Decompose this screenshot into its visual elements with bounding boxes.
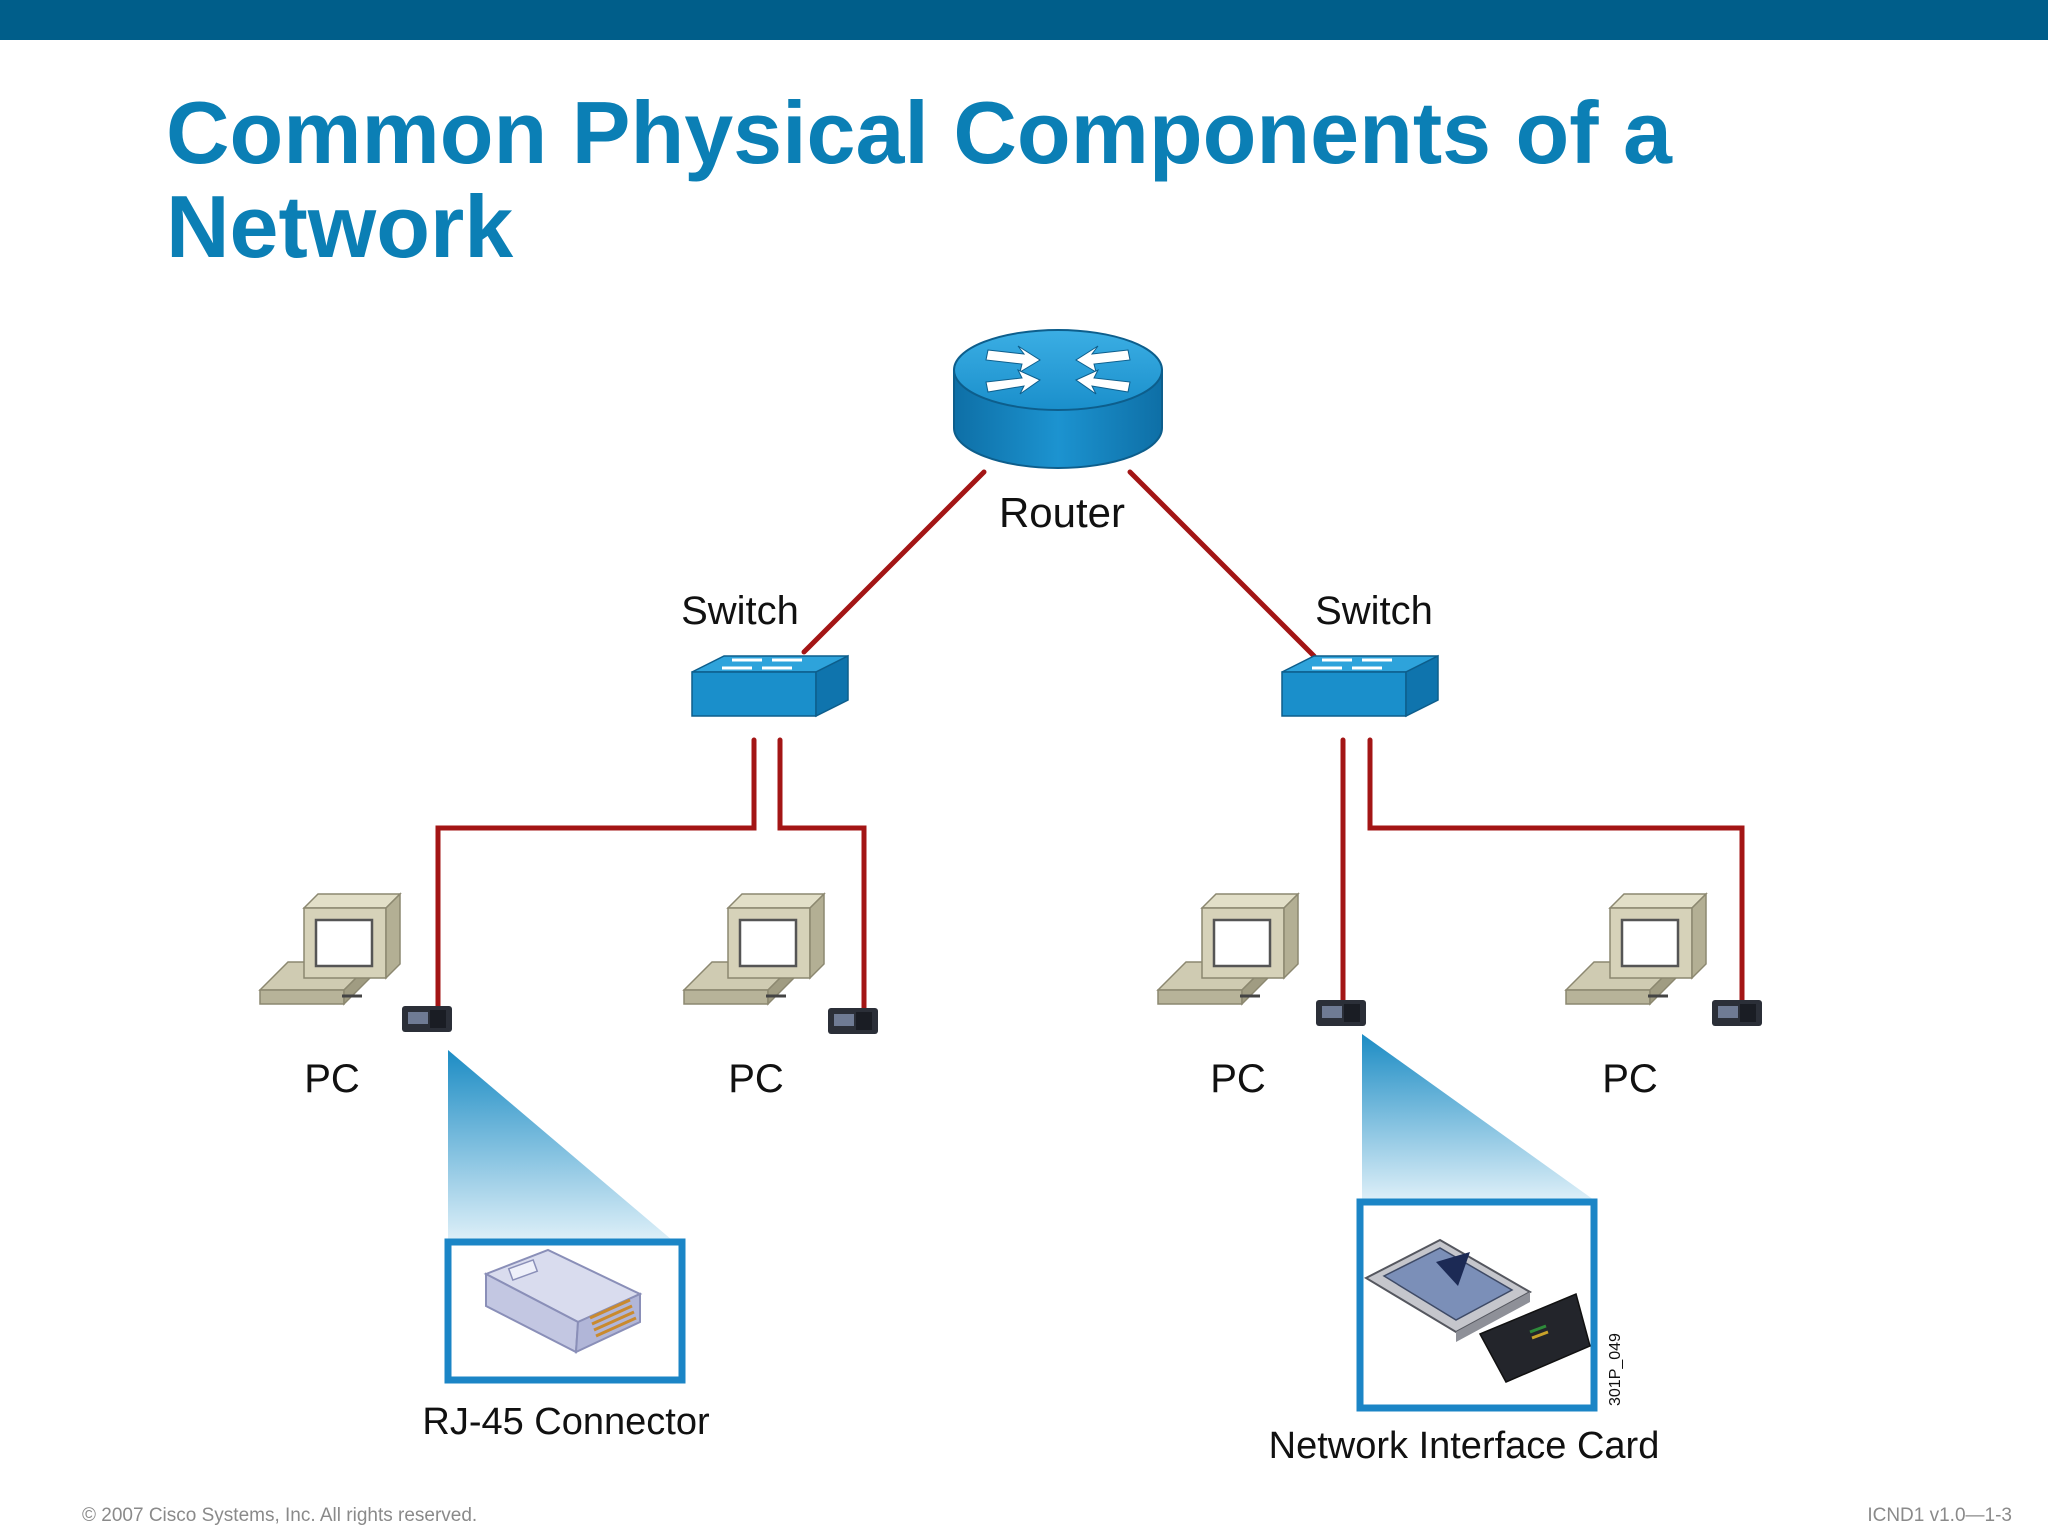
- rj45-connector-icon: [483, 1248, 643, 1354]
- pc-label: PC: [304, 1057, 360, 1101]
- nic-label: Network Interface Card: [1269, 1425, 1660, 1467]
- callout-beam-right: [1362, 1034, 1594, 1200]
- nic-plug-icon: [402, 1006, 452, 1032]
- nic-plug-icon: [1316, 1000, 1366, 1026]
- switch-right-label: Switch: [1315, 589, 1433, 633]
- switch-icon: [691, 655, 849, 717]
- footer-copyright: © 2007 Cisco Systems, Inc. All rights re…: [82, 1505, 478, 1526]
- pc-icon: [258, 892, 402, 1006]
- cable-router-left-switch: [801, 469, 987, 655]
- figure-code: 301P_049: [1607, 1333, 1624, 1406]
- router-label: Router: [999, 489, 1125, 536]
- switch-icon: [1281, 655, 1439, 717]
- rj45-callout: [444, 1238, 686, 1384]
- network-interface-card-icon: [1363, 1238, 1591, 1383]
- callout-beam-left: [448, 1050, 672, 1240]
- footer-course-code: ICND1 v1.0—1-3: [1867, 1505, 2012, 1526]
- pc-icon: [1564, 892, 1708, 1006]
- top-bar: [0, 0, 2048, 40]
- nic-callout: [1356, 1198, 1598, 1412]
- pc-label: PC: [1210, 1057, 1266, 1101]
- pc-label: PC: [1602, 1057, 1658, 1101]
- cables: [435, 469, 1745, 1025]
- nic-plug-icon: [828, 1008, 878, 1034]
- pc-icon: [682, 892, 826, 1006]
- slide-title-line-1: Common Physical Components of a: [166, 83, 1672, 182]
- slide-title-line-2: Network: [166, 177, 514, 276]
- cable-left-switch-pc2: [777, 737, 867, 1025]
- cable-right-switch-pc4: [1367, 737, 1745, 1013]
- router-icon: [953, 329, 1163, 469]
- switch-left-label: Switch: [681, 589, 799, 633]
- cable-left-switch-pc1: [435, 737, 757, 1023]
- pc-label: PC: [728, 1057, 784, 1101]
- slide-title: Common Physical Components of a Network: [166, 86, 1966, 274]
- pc-icon: [1156, 892, 1300, 1006]
- rj45-connector-label: RJ-45 Connector: [422, 1401, 710, 1443]
- nic-plug-icon: [1712, 1000, 1762, 1026]
- cable-router-right-switch: [1127, 469, 1317, 659]
